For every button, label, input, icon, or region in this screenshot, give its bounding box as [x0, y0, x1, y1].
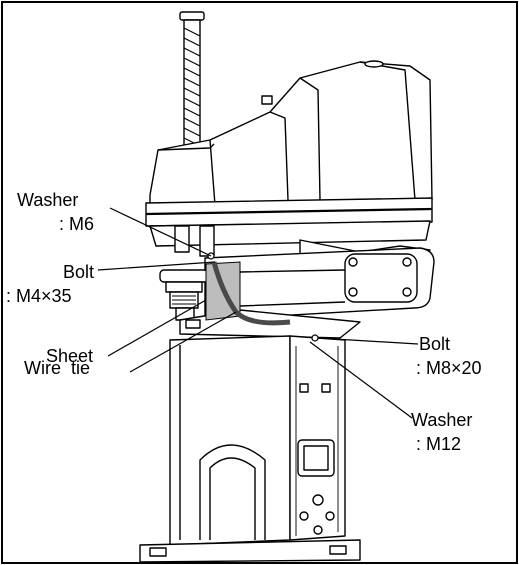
label-washer-m6-spec: : M6	[59, 214, 95, 234]
robot-drawing	[139, 11, 435, 563]
label-sheet: Sheet	[46, 346, 94, 366]
label-washer-m6: Washer	[17, 190, 79, 210]
label-bolt-m4-spec: : M4×35	[6, 286, 72, 306]
label-bolt-m4: Bolt	[63, 262, 95, 282]
base-plate	[139, 539, 361, 563]
leader-sheet	[107, 299, 207, 357]
label-bolt-m8-spec: : M8×20	[416, 358, 482, 378]
label-washer-m12: Washer	[411, 410, 473, 430]
second-arm	[204, 247, 435, 319]
leader-washer-m6	[109, 207, 212, 257]
arm-cover	[149, 60, 433, 206]
leader-washer-m12	[309, 341, 413, 419]
housing-base-band	[145, 197, 433, 247]
leader-bolt-m4	[97, 261, 216, 271]
label-wire-tie: Wire tie	[24, 358, 91, 378]
label-bolt-m8: Bolt	[419, 334, 451, 354]
label-washer-m12-spec: : M12	[416, 434, 462, 454]
bolt-m8-part	[311, 334, 319, 342]
base-column	[169, 335, 346, 546]
leader-bolt-m8	[317, 337, 419, 345]
leader-lines	[97, 207, 419, 419]
washer-m6-part	[207, 252, 215, 260]
shaft-joint	[159, 269, 209, 321]
ball-screw-shaft	[179, 11, 205, 151]
leader-wire-tie	[129, 311, 237, 373]
